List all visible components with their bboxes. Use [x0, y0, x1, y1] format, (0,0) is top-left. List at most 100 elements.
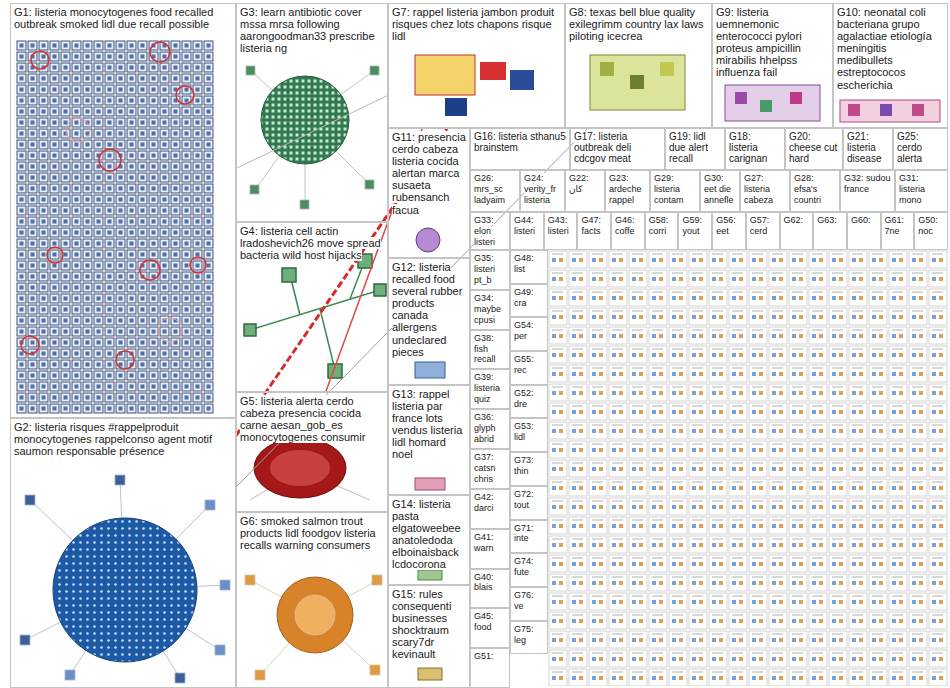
g1-grid: [16, 40, 214, 414]
group-label: G29: listeria contam: [654, 173, 684, 205]
group-box: G9: listeria uemnemonic enterococci pylo…: [712, 3, 833, 128]
group-box: G33: elon listeri: [470, 212, 510, 250]
g8-cluster: [590, 55, 685, 110]
group-label: G40: blais: [474, 572, 494, 593]
group-box: G34: maybe cpusi: [470, 290, 510, 330]
group-box: G49: cra: [510, 284, 548, 318]
group-box: G22: كان: [565, 170, 605, 212]
group-box: G30: eet die annefle: [700, 170, 740, 212]
group-box: G25: cerdo alerta: [893, 128, 948, 170]
group-box: G58: corri: [645, 212, 679, 250]
group-label: G54: per: [514, 320, 534, 341]
group-label: G73: thin: [514, 455, 534, 476]
group-box: G32: sudou france: [840, 170, 895, 212]
group-label: G59: yout: [682, 215, 702, 236]
group-label: G52: dre: [514, 388, 534, 409]
group-box: G28: efsa's countri: [790, 170, 840, 212]
group-box: G26: mrs_sc ladyaim: [470, 170, 520, 212]
group-label: G48: list: [514, 253, 534, 274]
group-box: G46: coffe: [611, 212, 645, 250]
g4-tree: [244, 254, 386, 378]
group-label: G62:: [784, 215, 804, 225]
group-label: G76: ve: [514, 590, 534, 611]
group-box: G12: listeria recalled food several rubb…: [388, 258, 470, 385]
group-box: G29: listeria contam: [650, 170, 700, 212]
group-box: G51:: [470, 648, 510, 688]
group-box: G74: fute: [510, 553, 548, 587]
group-label: G33: elon listeri: [474, 215, 495, 247]
g9-cluster: [725, 85, 820, 121]
group-box: G31: listeria mono: [895, 170, 948, 212]
group-box: G37: catsn chris: [470, 449, 510, 489]
group-label: G49: cra: [514, 287, 534, 308]
group-label: G8: texas bell blue quality exilegrimm c…: [569, 6, 703, 42]
group-label: G58: corri: [649, 215, 669, 236]
group-box: G55: rec: [510, 351, 548, 385]
group-label: G19: lidl due alert recall: [669, 131, 708, 164]
group-box: G19: lidl due alert recall: [665, 128, 725, 170]
group-box: G50: noc: [914, 212, 948, 250]
group-box: G48: list: [510, 250, 548, 284]
g3-cluster: [246, 66, 379, 209]
group-label: G53: lidl: [514, 421, 534, 442]
group-label: G18: listeria carignan: [729, 131, 767, 164]
group-label: G4: listeria cell actin lradoshevich26 m…: [240, 225, 381, 261]
group-label: G71: inte: [514, 523, 534, 544]
group-label: G31: listeria mono: [899, 173, 925, 205]
group-box: G42: darci: [470, 489, 510, 529]
group-box: G4: listeria cell actin lradoshevich26 m…: [236, 222, 388, 392]
group-connector: [236, 95, 388, 168]
group-label: G24: verity_fr listeria: [524, 173, 556, 205]
group-box: G36: glyph abrid: [470, 409, 510, 449]
group-box: G75: leg: [510, 621, 548, 655]
group-box: G57: cerd: [746, 212, 780, 250]
group-label: G60:: [851, 215, 871, 225]
group-label: G34: maybe cpusi: [474, 293, 501, 325]
group-label: G75: leg: [514, 624, 534, 645]
mini-group-grid: [548, 250, 948, 686]
group-box: G52: dre: [510, 385, 548, 419]
group-label: G15: rules consequenti businesses shockt…: [392, 588, 451, 660]
group-box: G16: listeria sthanu5 brainstem: [470, 128, 570, 170]
group-label: G26: mrs_sc ladyaim: [474, 173, 505, 205]
group-box: G72: tout: [510, 486, 548, 520]
group-box: G54: per: [510, 317, 548, 351]
group-box: G40: blais: [470, 569, 510, 609]
g5-cluster: [250, 438, 370, 500]
group-box: G1: listeria monocytogenes food recalled…: [10, 3, 236, 418]
group-box: G3: learn antibiotic cover mssa mrsa fol…: [236, 3, 388, 222]
group-box: G10: neonatal coli bacteriana grupo agal…: [833, 3, 948, 128]
group-box: G27: listeria cabeza: [740, 170, 790, 212]
group-box: G17: listeria outbreak deli cdcgov meat: [570, 128, 665, 170]
group-box: G60:: [847, 212, 881, 250]
group-label: G57: cerd: [750, 215, 770, 236]
group-label: G14: listeria pasta elgatoweebee anatole…: [392, 498, 461, 570]
group-box: G18: listeria carignan: [725, 128, 785, 170]
group-label: G2: listeria risques #rappelproduit mono…: [14, 421, 212, 457]
group-label: G9: listeria uemnemonic enterococci pylo…: [716, 6, 802, 78]
group-box: G63:: [813, 212, 847, 250]
group-label: G51:: [474, 651, 494, 661]
group-label: G3: learn antibiotic cover mssa mrsa fol…: [240, 6, 375, 54]
group-box: G53: lidl: [510, 418, 548, 452]
group-label: G22: كان: [569, 173, 589, 194]
group-label: G30: eet die annefle: [704, 173, 734, 205]
group-box: G20: cheese cut hard: [785, 128, 843, 170]
group-box: G38: fish recall: [470, 330, 510, 370]
group-box: G45: food: [470, 608, 510, 648]
group-label: G27: listeria cabeza: [744, 173, 773, 205]
group-box: G6: smoked salmon trout products lidl fo…: [236, 512, 388, 688]
group-label: G41: warn: [474, 532, 494, 553]
group-label: G6: smoked salmon trout products lidl fo…: [240, 515, 376, 551]
group-label: G36: glyph abrid: [474, 412, 496, 444]
group-box: G2: listeria risques #rappelproduit mono…: [10, 418, 236, 688]
g2-cluster: [20, 475, 230, 683]
group-box: G11: presencia cerdo cabeza listeria coc…: [388, 128, 470, 258]
group-label: G63:: [817, 215, 837, 225]
group-label: G44: listeri: [514, 215, 535, 236]
group-label: G56: eet: [716, 215, 736, 236]
group-box: G59: yout: [678, 212, 712, 250]
group-box: G13: rappel listeria par france lots ven…: [388, 385, 470, 495]
group-box: G47: facts: [577, 212, 611, 250]
